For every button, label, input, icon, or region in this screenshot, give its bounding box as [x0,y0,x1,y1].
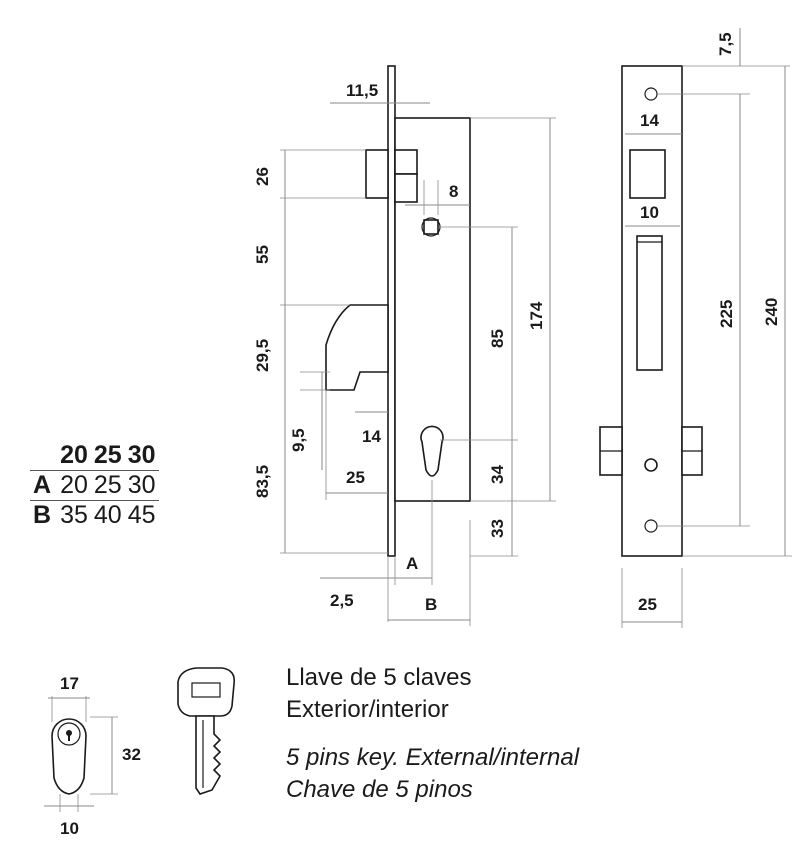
front-bolt-window [636,235,663,371]
table-cell: 30 [124,470,159,501]
front-screw-top [644,87,658,101]
side-latch-top [365,149,389,199]
dim-83-5: 83,5 [253,465,272,498]
size-header-cell: 25 [93,441,122,469]
dim-85: 85 [488,329,507,348]
size-header-cell: 30 [127,441,156,469]
caption-en-line1: 5 pins key. External/internal [286,744,580,771]
cylinder-outline [51,718,87,795]
dim-B: B [425,595,437,614]
table-cell: 25 [90,470,125,501]
key-illustration [177,667,236,795]
front-view: 7,5 14 10 225 240 25 [599,28,792,628]
side-view: 11,5 26 8 55 174 85 29,5 9,5 14 83,5 25 … [253,65,556,626]
table-cell: 40 [90,500,125,530]
dim-25-side: 25 [346,468,365,487]
size-table-row-a: A 20 25 30 [30,470,159,501]
dim-34: 34 [488,465,507,484]
dim-14-front: 14 [640,111,659,130]
dim-11-5: 11,5 [346,81,378,100]
size-table-row-b: B 35 40 45 [30,500,159,530]
side-follower [423,219,439,235]
caption-english-portuguese: 5 pins key. External/internal Chave de 5… [286,742,579,806]
table-cell: 45 [124,500,159,530]
caption-es-line1: Llave de 5 claves [286,664,472,691]
dim-225: 225 [717,300,736,328]
dim-33: 33 [488,519,507,538]
dim-2-5: 2,5 [330,591,354,610]
dim-10-cyl: 10 [60,819,79,838]
side-latch-inner2 [394,173,418,203]
key-logo [191,682,221,698]
dim-10-front: 10 [640,203,659,222]
dim-26: 26 [253,167,272,186]
side-hook-bolt [325,304,389,391]
front-screw-middle [644,458,658,472]
row-label-a: A [30,470,58,501]
table-cell: 20 [57,470,91,501]
key-blade [195,715,222,795]
dim-14: 14 [362,427,381,446]
front-latch-window [629,149,666,199]
dim-7-5: 7,5 [716,32,735,56]
table-cell: 35 [57,500,91,530]
cylinder-core [57,722,81,746]
dim-174: 174 [527,301,546,330]
size-table: 20 25 30 A 20 25 30 B 35 40 45 [30,441,159,530]
side-cylinder-hole [420,425,444,477]
caption-pt-line1: Chave de 5 pinos [286,776,473,803]
caption-spanish: Llave de 5 claves Exterior/interior [286,662,471,726]
side-faceplate [387,65,396,557]
dim-29-5: 29,5 [253,339,272,372]
side-latch-inner [394,149,418,175]
front-faceplate [621,65,683,557]
row-label-b: B [30,500,58,530]
dim-17: 17 [60,674,79,693]
dim-55: 55 [253,245,272,264]
caption-es-line2: Exterior/interior [286,696,449,723]
dim-8: 8 [449,182,458,201]
dim-9-5: 9,5 [289,428,308,452]
dim-240: 240 [762,298,781,326]
front-screw-bottom [644,519,658,533]
cylinder-profile: 17 32 10 [44,674,141,838]
dim-32: 32 [122,745,141,764]
dim-A: A [406,554,418,573]
dim-25-front: 25 [638,595,657,614]
size-header-cell: 20 [60,441,88,469]
key-head [177,667,236,717]
size-table-header: 20 25 30 [30,441,159,471]
